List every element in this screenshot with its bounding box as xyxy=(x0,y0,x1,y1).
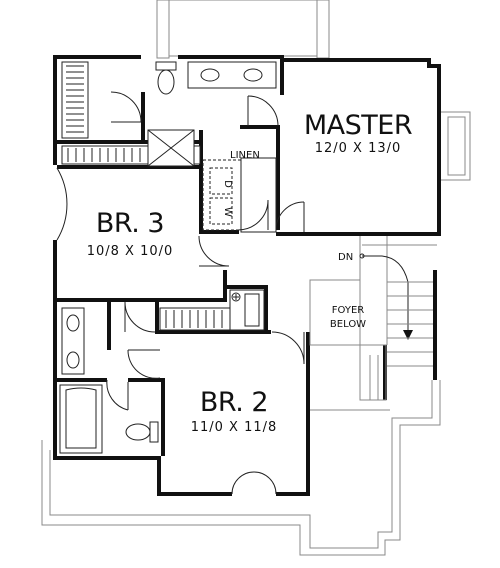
stairs xyxy=(309,236,437,401)
br2-room-dims: 11/0 X 11/8 xyxy=(191,420,278,435)
door-swings xyxy=(56,91,305,495)
walls xyxy=(53,55,441,496)
br3-room-dims: 10/8 X 10/0 xyxy=(87,244,174,259)
br3-room-name: BR. 3 xyxy=(96,208,164,239)
linen-label: LINEN xyxy=(230,150,260,161)
fixtures xyxy=(59,61,277,454)
dryer-label: D xyxy=(222,180,233,188)
foyer-label-line2: BELOW xyxy=(330,319,366,330)
master-room-name: MASTER xyxy=(304,110,412,141)
washer-label: W xyxy=(222,207,233,217)
master-room-dims: 12/0 X 13/0 xyxy=(315,141,402,156)
br2-room-name: BR. 2 xyxy=(200,387,268,418)
stair-dn-label: DN xyxy=(338,252,353,263)
foyer-label-line1: FOYER xyxy=(332,305,365,316)
exterior-outlines xyxy=(41,0,471,556)
